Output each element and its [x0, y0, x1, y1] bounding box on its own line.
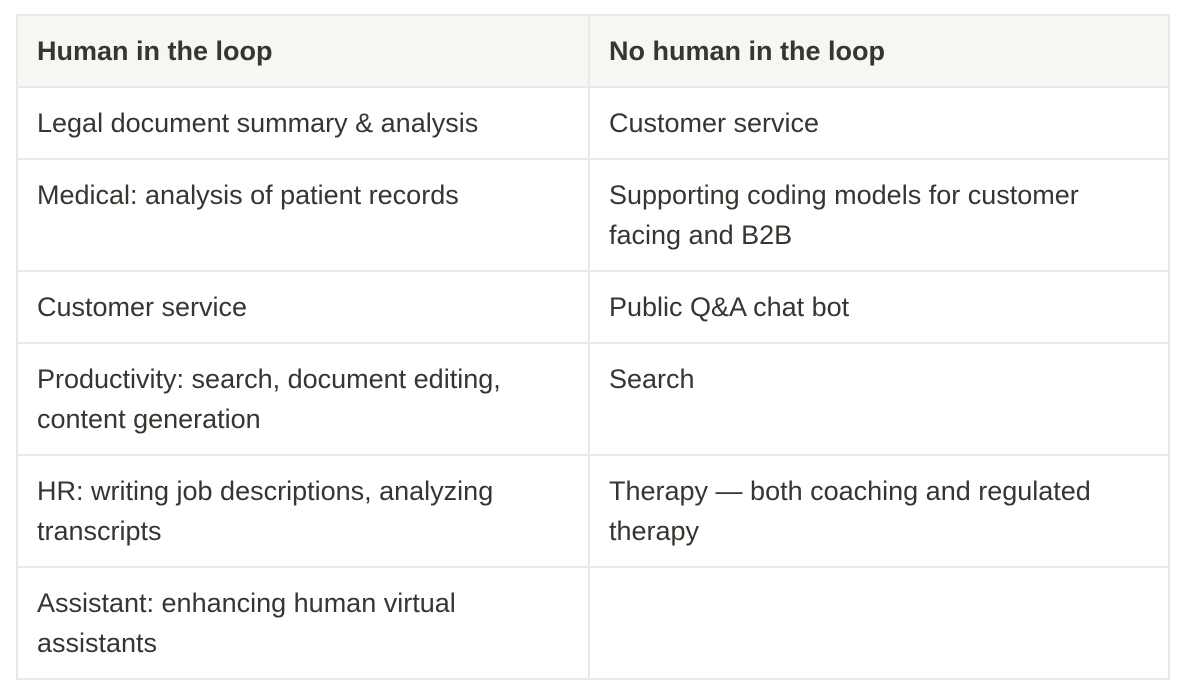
table-row: Customer service Public Q&A chat bot	[16, 270, 1170, 344]
table-cell-no-human: Customer service	[588, 86, 1170, 160]
table-cell-human: Productivity: search, document editing, …	[16, 342, 590, 456]
table-header-row: Human in the loop No human in the loop	[16, 14, 1170, 88]
table-cell-no-human: Therapy — both coaching and regulated th…	[588, 454, 1170, 568]
comparison-table-container: Human in the loop No human in the loop L…	[16, 14, 1170, 680]
table-cell-no-human: Search	[588, 342, 1170, 456]
table-row: Assistant: enhancing human virtual assis…	[16, 566, 1170, 680]
table-row: Productivity: search, document editing, …	[16, 342, 1170, 456]
header-no-human-in-the-loop: No human in the loop	[588, 14, 1170, 88]
comparison-table: Human in the loop No human in the loop L…	[16, 14, 1170, 680]
table-cell-human: Customer service	[16, 270, 590, 344]
table-row: Legal document summary & analysis Custom…	[16, 86, 1170, 160]
table-cell-human: Legal document summary & analysis	[16, 86, 590, 160]
table-cell-no-human	[588, 566, 1170, 680]
table-cell-human: Assistant: enhancing human virtual assis…	[16, 566, 590, 680]
table-row: HR: writing job descriptions, analyzing …	[16, 454, 1170, 568]
table-cell-human: Medical: analysis of patient records	[16, 158, 590, 272]
table-cell-no-human: Supporting coding models for customer fa…	[588, 158, 1170, 272]
table-row: Medical: analysis of patient records Sup…	[16, 158, 1170, 272]
table-cell-no-human: Public Q&A chat bot	[588, 270, 1170, 344]
table-cell-human: HR: writing job descriptions, analyzing …	[16, 454, 590, 568]
header-human-in-the-loop: Human in the loop	[16, 14, 590, 88]
